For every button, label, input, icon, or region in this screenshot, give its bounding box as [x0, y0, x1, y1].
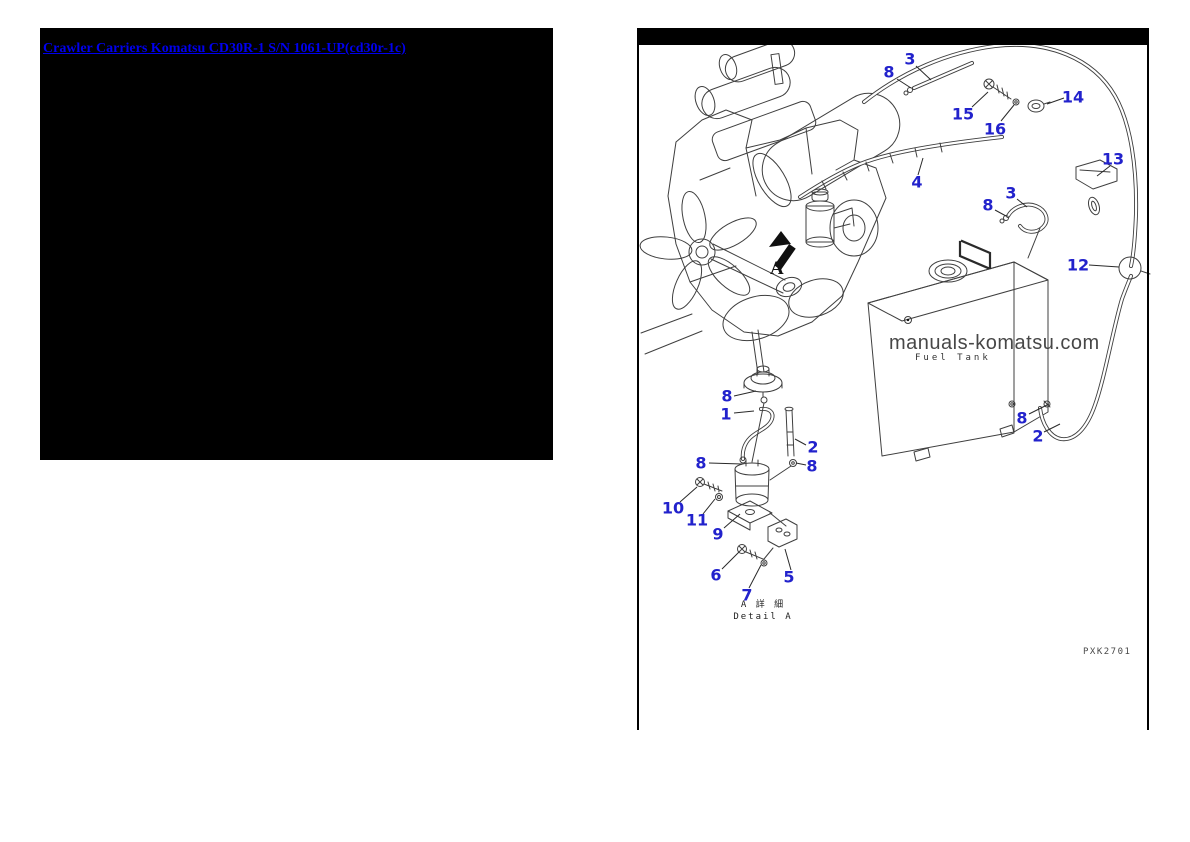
section-arrow-label: A: [770, 258, 784, 279]
fuel-tank-illustration: [867, 239, 1049, 462]
diagram-frame-left-border: [637, 28, 639, 730]
detail-view-label-en: Detail A: [733, 612, 793, 622]
detail-view-label-jp: A 詳 細: [740, 600, 786, 610]
diagram-frame-right-border: [1147, 28, 1149, 730]
figure-code-bottom-right: PXK2701: [1083, 647, 1132, 657]
engine-illustration: [639, 39, 901, 375]
fuel-tank-label: Fuel Tank: [915, 353, 991, 363]
hoses-and-tubes: [740, 42, 1151, 560]
detail-view-label: A 詳 細 Detail A: [726, 599, 800, 623]
small-parts: [695, 78, 1118, 567]
leader-lines: [679, 65, 1120, 589]
diagram-frame-top-bar: [637, 28, 1149, 45]
section-arrow: [769, 231, 796, 270]
watermark: manuals-komatsu.com: [889, 332, 1100, 354]
model-link[interactable]: Crawler Carriers Komatsu CD30R-1 S/N 106…: [43, 41, 406, 56]
left-blocked-panel: Crawler Carriers Komatsu CD30R-1 S/N 106…: [40, 28, 553, 460]
